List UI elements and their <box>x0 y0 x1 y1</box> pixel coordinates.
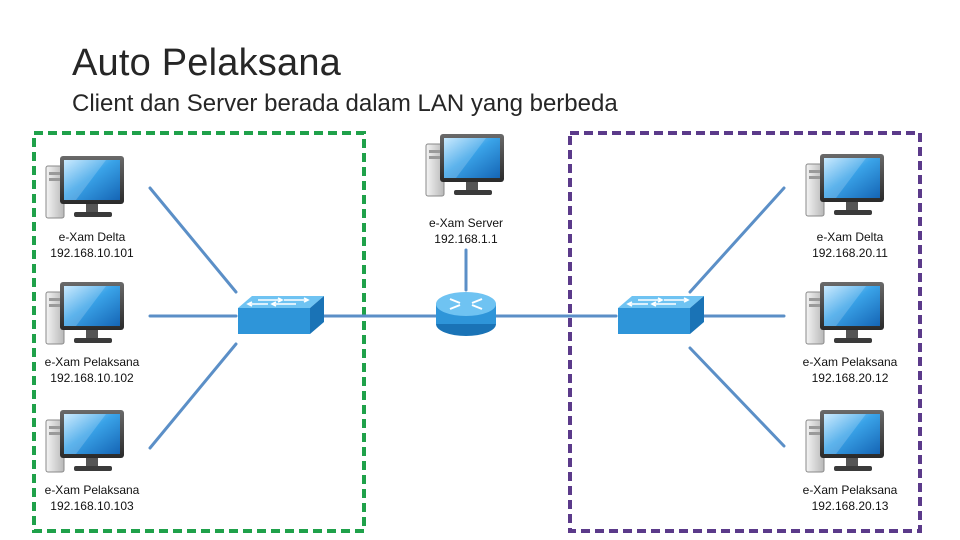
right-client-label-3: e-Xam Pelaksana 192.168.20.13 <box>780 482 920 514</box>
client-ip: 192.168.10.101 <box>50 246 134 260</box>
client-ip: 192.168.10.103 <box>50 499 134 513</box>
page-title: Auto Pelaksana <box>72 42 341 84</box>
lan-right-boundary <box>568 131 922 533</box>
left-client-label-3: e-Xam Pelaksana 192.168.10.103 <box>22 482 162 514</box>
client-name: e-Xam Pelaksana <box>44 483 140 497</box>
computer-icon <box>805 281 885 345</box>
client-name: e-Xam Pelaksana <box>802 483 898 497</box>
network-switch-icon <box>617 295 705 335</box>
client-ip: 192.168.20.12 <box>811 371 889 385</box>
link-left-client-1 <box>148 186 238 294</box>
client-ip: 192.168.20.11 <box>812 246 888 260</box>
link-left-client-3 <box>148 342 238 450</box>
link-right-client-1 <box>688 186 786 294</box>
client-ip: 192.168.20.13 <box>811 499 889 513</box>
left-client-label-1: e-Xam Delta 192.168.10.101 <box>22 229 162 261</box>
client-name: e-Xam Delta <box>58 230 126 244</box>
computer-icon <box>45 155 125 219</box>
computer-icon <box>805 153 885 217</box>
client-name: e-Xam Pelaksana <box>802 355 898 369</box>
computer-icon <box>45 281 125 345</box>
server-label: e-Xam Server 192.168.1.1 <box>396 215 536 247</box>
router-icon <box>435 291 497 337</box>
client-name: e-Xam Pelaksana <box>44 355 140 369</box>
server-ip: 192.168.1.1 <box>434 232 498 246</box>
right-client-label-2: e-Xam Pelaksana 192.168.20.12 <box>780 354 920 386</box>
network-switch-icon <box>237 295 325 335</box>
client-ip: 192.168.10.102 <box>50 371 134 385</box>
page-subtitle: Client dan Server berada dalam LAN yang … <box>72 90 618 117</box>
computer-icon <box>805 409 885 473</box>
left-client-label-2: e-Xam Pelaksana 192.168.10.102 <box>22 354 162 386</box>
server-computer-icon <box>425 133 505 197</box>
right-client-label-1: e-Xam Delta 192.168.20.11 <box>780 229 920 261</box>
network-links <box>148 186 786 450</box>
server-name: e-Xam Server <box>428 216 504 230</box>
link-right-client-3 <box>688 346 786 448</box>
computer-icon <box>45 409 125 473</box>
client-name: e-Xam Delta <box>816 230 884 244</box>
